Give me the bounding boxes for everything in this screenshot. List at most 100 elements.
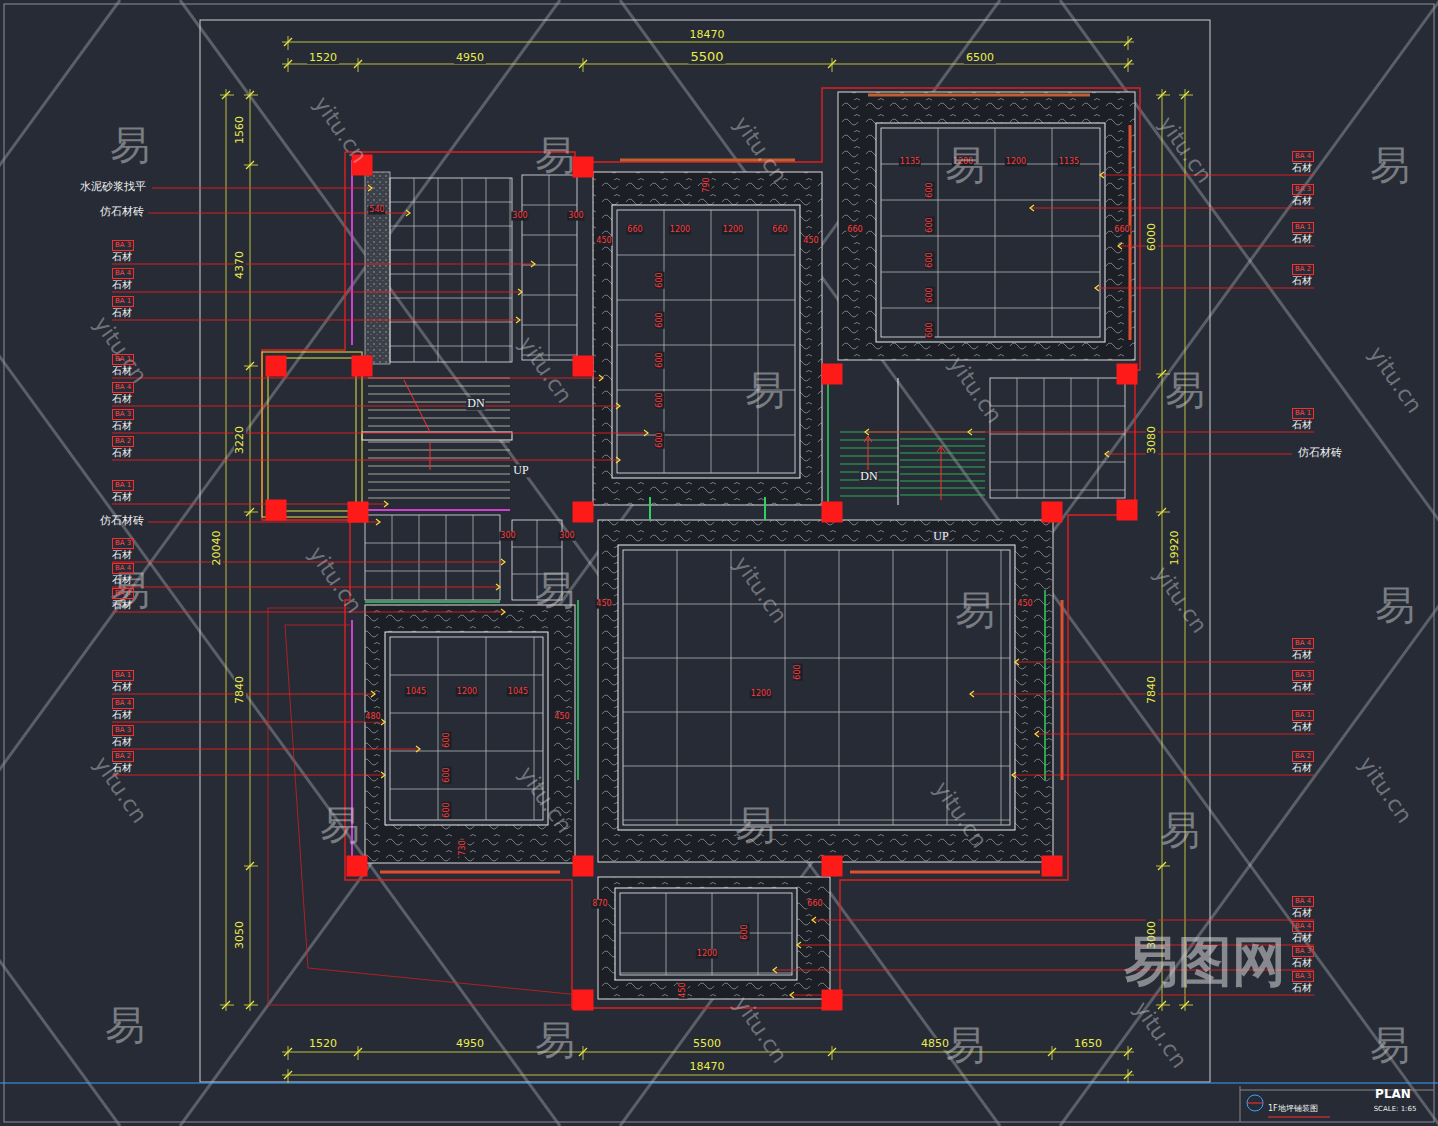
- dimension: 480: [364, 713, 381, 722]
- watermark: yitu.cn: [929, 777, 992, 852]
- material-code: BA 1: [112, 480, 134, 491]
- tile-joint: [365, 543, 500, 544]
- dimension: 450: [595, 237, 612, 246]
- stair-wall: [898, 378, 899, 505]
- tile-joint: [995, 128, 996, 337]
- material-tag: BA 4石材: [112, 260, 134, 291]
- material-code: BA 4: [1292, 151, 1314, 162]
- leader-line: [970, 694, 1314, 695]
- watermark: yitu.cn: [89, 312, 152, 387]
- column: [573, 356, 593, 376]
- stair-tread: [368, 410, 510, 411]
- dimension: 5500: [688, 50, 725, 64]
- leader-arrow: [797, 942, 801, 948]
- leader-line: [1035, 734, 1314, 735]
- material-note: 仿石材砖: [1298, 447, 1342, 459]
- stair-arrow: [941, 446, 942, 500]
- tile-joint: [881, 308, 1100, 309]
- dimension: 3220: [234, 424, 246, 456]
- room-field: [617, 210, 795, 473]
- material-code: BA 4: [112, 382, 134, 393]
- leader-line: [112, 378, 603, 379]
- wall: [1044, 590, 1046, 780]
- dimension: 3050: [234, 919, 246, 951]
- dimension-line: [226, 89, 227, 1011]
- stair-tread: [368, 482, 510, 483]
- dimension-line: [1162, 89, 1163, 1011]
- stair-tread: [900, 495, 985, 496]
- leader-line: [112, 406, 620, 407]
- material-tag: BA 4石材: [1292, 630, 1314, 661]
- extension-line: [1128, 1069, 1129, 1083]
- material-tag: BA 3石材: [1292, 963, 1314, 994]
- tile-joint: [549, 175, 550, 360]
- tile-joint: [758, 893, 759, 975]
- dimension: 450: [679, 981, 688, 998]
- tile-joint: [390, 346, 512, 347]
- material-tag: BA 4石材: [1292, 143, 1314, 174]
- extension-line: [1052, 1046, 1053, 1060]
- guide-line: [268, 608, 350, 609]
- dimension: 1520: [307, 52, 339, 64]
- stair-tread: [900, 474, 985, 475]
- stair-tread: [840, 456, 898, 457]
- material-code: BA 3: [112, 240, 134, 251]
- material-code: BA 3: [1292, 670, 1314, 681]
- material-tag: BA 2石材: [112, 428, 134, 459]
- watermark: 易: [105, 1003, 145, 1047]
- dimension: 600: [926, 321, 935, 338]
- tile-joint: [1098, 378, 1099, 498]
- tile-joint: [881, 272, 1100, 273]
- drawing-title: PLAN: [1375, 1088, 1411, 1101]
- tile-joint: [990, 490, 1125, 491]
- material-name: 石材: [1292, 681, 1314, 693]
- room-field: [615, 888, 797, 980]
- wall: [380, 871, 560, 874]
- material-tag: BA 3石材: [112, 232, 134, 263]
- stair-tread: [368, 498, 510, 499]
- leader-line: [112, 292, 522, 293]
- leader-line: [112, 504, 388, 505]
- tile-joint: [1044, 378, 1045, 498]
- tile-area: [390, 178, 512, 362]
- tile-joint: [677, 550, 678, 825]
- view-symbol: [1247, 1095, 1263, 1111]
- dimension: 20040: [211, 529, 223, 568]
- dimension: 1200: [722, 226, 744, 235]
- material-name: 石材: [112, 420, 134, 432]
- dimension: 600: [656, 271, 665, 288]
- leader-arrow: [1100, 172, 1104, 178]
- watermark: 易: [745, 368, 785, 412]
- dimension: 300: [567, 212, 584, 221]
- tile-joint: [438, 637, 439, 820]
- material-tag: BA 1石材: [112, 472, 134, 503]
- dimension: 660: [846, 226, 863, 235]
- leader-arrow: [970, 691, 974, 697]
- tile-joint: [617, 435, 795, 436]
- watermark: yitu.cn: [1129, 997, 1192, 1072]
- tile-joint: [711, 210, 712, 473]
- dimension-line: [250, 89, 251, 1011]
- tile-joint: [510, 178, 511, 362]
- material-tag: BA 3石材: [112, 717, 134, 748]
- extension-line: [583, 1046, 584, 1060]
- leader-arrow: [406, 210, 410, 216]
- column: [347, 856, 367, 876]
- leader-line: [112, 749, 420, 750]
- tile-joint: [390, 789, 543, 790]
- dimension: 600: [656, 351, 665, 368]
- column: [1117, 500, 1137, 520]
- watermark: 易: [955, 588, 995, 632]
- material-note: 水泥砂浆找平: [80, 181, 146, 193]
- extension-line: [1156, 95, 1170, 96]
- material-name: 石材: [1292, 982, 1314, 994]
- tile-joint: [1017, 378, 1018, 498]
- material-tag: BA 1石材: [112, 580, 134, 611]
- dimension: 870: [591, 900, 608, 909]
- material-tag: BA 1石材: [1292, 400, 1314, 431]
- dimension: 18470: [688, 1061, 727, 1073]
- watermark: 易: [1165, 368, 1205, 412]
- watermark: 易: [1370, 143, 1410, 187]
- watermark: 易: [1375, 583, 1415, 627]
- dimension: 1200: [669, 226, 691, 235]
